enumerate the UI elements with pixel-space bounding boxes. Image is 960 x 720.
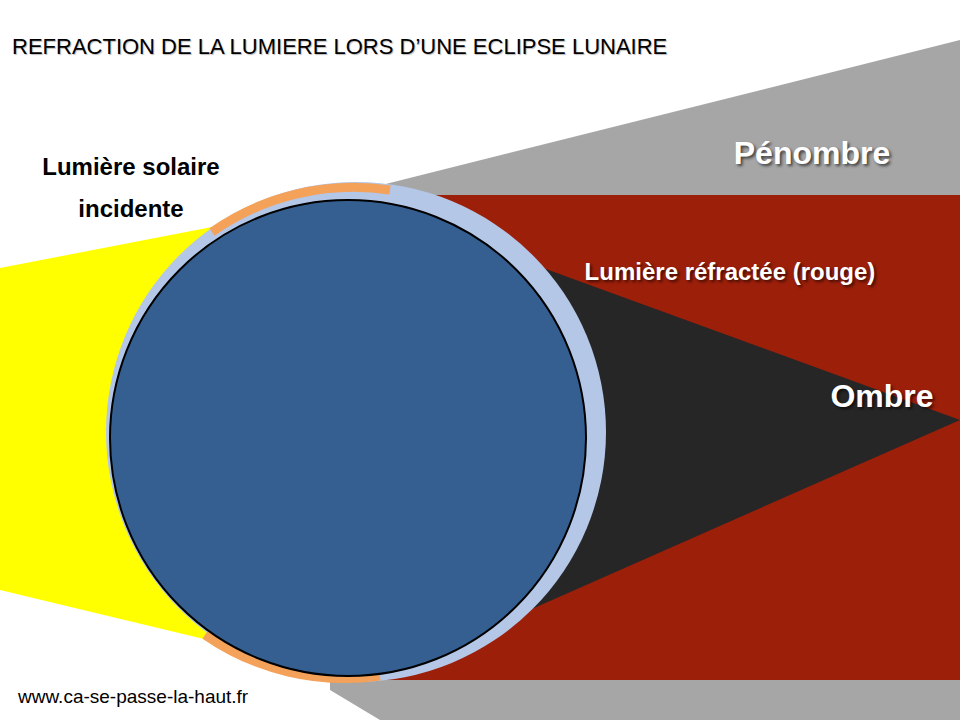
- region-label: Pénombre: [702, 123, 922, 184]
- incident-light-label: Lumière solaire incidente: [0, 146, 262, 230]
- source-url: www.ca-se-passe-la-haut.fr: [18, 686, 378, 709]
- atmosphere-ring: [106, 182, 606, 682]
- region-label: Lumière réfractée (rouge): [580, 249, 880, 295]
- region-label: Ombre: [812, 366, 952, 427]
- refracted-region: Lumière réfractée (rouge): [580, 249, 880, 295]
- penumbra-region: Pénombre: [702, 123, 922, 184]
- umbra-region: Ombre: [812, 366, 952, 427]
- diagram-title: REFRACTION DE LA LUMIERE LORS D’UNE ECLI…: [12, 34, 667, 60]
- earth-disc: [110, 200, 586, 676]
